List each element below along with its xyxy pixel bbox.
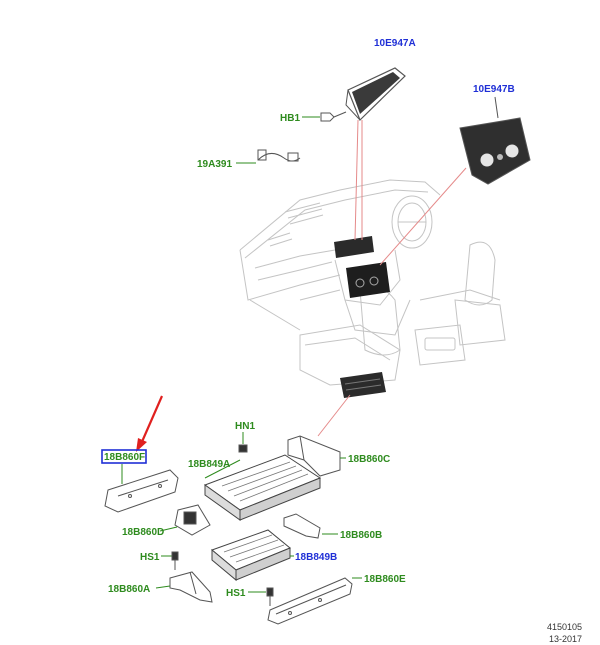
part-10E947B-panel: [459, 96, 531, 185]
part-18B849A-module: [203, 454, 322, 521]
part-HS1-right-screw: [248, 587, 274, 606]
label-19A391[interactable]: 19A391: [197, 159, 232, 170]
red-arrow-icon: [136, 395, 164, 452]
diagram-code: 4150105: [546, 622, 582, 632]
label-18B849B[interactable]: 18B849B: [295, 552, 337, 563]
label-18B860B[interactable]: 18B860B: [340, 530, 382, 541]
label-10E947B[interactable]: 10E947B: [473, 84, 515, 95]
part-10E947A-screen: [345, 67, 406, 122]
leader-lines: [317, 119, 467, 437]
label-18B860F[interactable]: 18B860F: [104, 452, 145, 463]
part-18B860A-bracket: [155, 571, 213, 603]
part-HB1-bolt: [302, 111, 347, 122]
label-18B860D[interactable]: 18B860D: [122, 527, 164, 538]
label-18B860A[interactable]: 18B860A: [108, 584, 150, 595]
console-module-location: [340, 372, 386, 398]
dash-screen-lower: [346, 262, 390, 298]
label-HS1-right[interactable]: HS1: [226, 588, 246, 599]
part-HN1-nut: [238, 432, 248, 453]
part-HS1-left-screw: [161, 551, 179, 570]
selected-part-highlight: [101, 449, 147, 464]
vehicle-interior-outline: [239, 179, 506, 386]
part-18B860B-bracket: [283, 513, 338, 539]
label-HN1[interactable]: HN1: [235, 421, 255, 432]
part-19A391-harness: [236, 149, 301, 164]
part-18B849B-module: [211, 529, 294, 582]
label-HS1-left[interactable]: HS1: [140, 552, 160, 563]
part-18B860C-bracket: [287, 435, 346, 477]
part-18B860F-bracket: [104, 464, 179, 513]
diagram-date: 13-2017: [548, 634, 582, 644]
part-18B860E-bracket: [267, 577, 362, 625]
label-HB1[interactable]: HB1: [280, 113, 300, 124]
dash-screen-upper: [334, 236, 374, 258]
label-18B860C[interactable]: 18B860C: [348, 454, 390, 465]
label-18B849A[interactable]: 18B849A: [188, 459, 230, 470]
label-10E947A[interactable]: 10E947A: [374, 38, 416, 49]
label-18B860E[interactable]: 18B860E: [364, 574, 406, 585]
part-18B860D-bracket: [159, 504, 211, 536]
